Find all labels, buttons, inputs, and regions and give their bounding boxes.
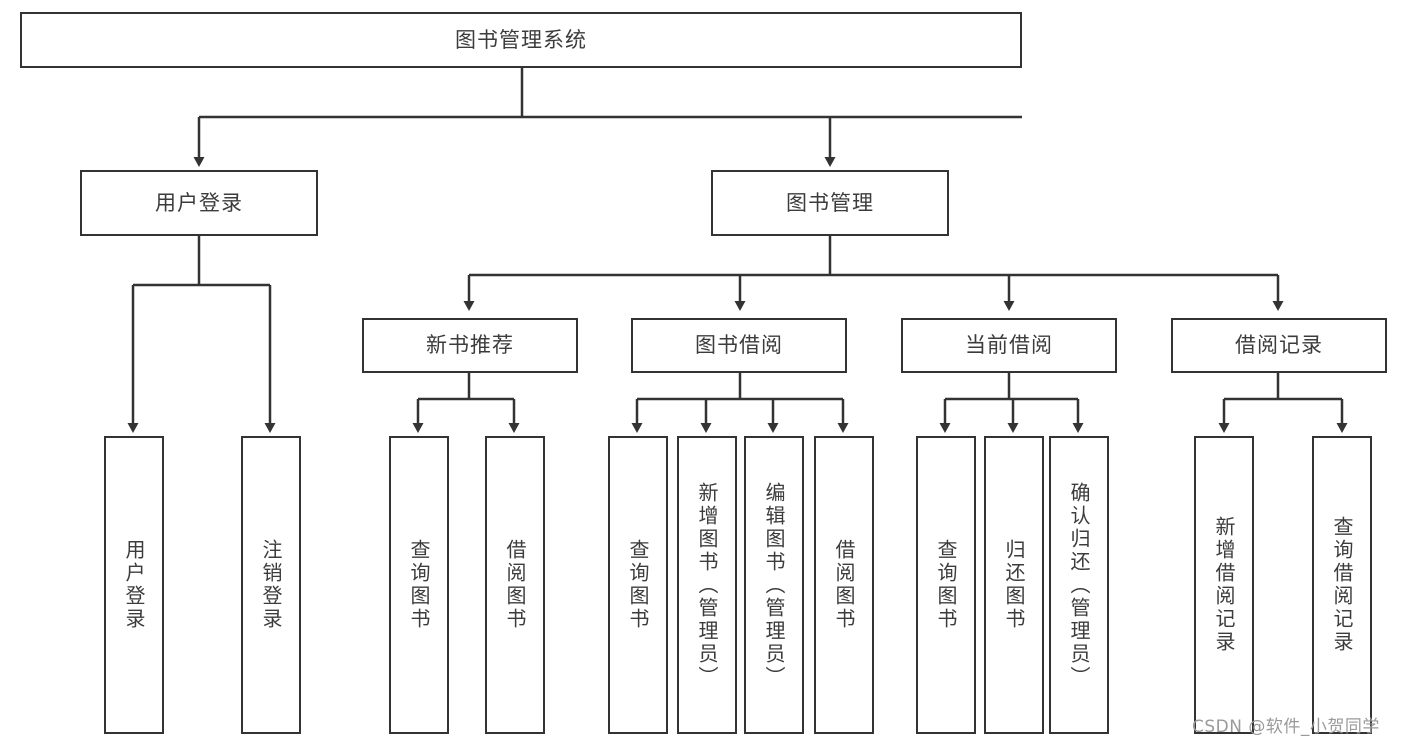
node-new-book-rec[interactable]: 新书推荐 — [362, 318, 578, 373]
node-book-borrow[interactable]: 图书借阅 — [631, 318, 847, 373]
node-leaf-edit-book-admin[interactable]: 编辑图书（管理员） — [744, 436, 804, 734]
node-leaf-query-book-current[interactable]: 查询图书 — [916, 436, 976, 734]
node-book-borrow-label: 图书借阅 — [695, 333, 783, 358]
node-leaf-confirm-return-admin-label: 确认归还（管理员） — [1067, 481, 1091, 689]
node-borrow-record[interactable]: 借阅记录 — [1171, 318, 1387, 373]
node-leaf-borrow-book-rec-label: 借阅图书 — [503, 539, 527, 631]
node-leaf-return-book-label: 归还图书 — [1002, 539, 1026, 631]
node-leaf-confirm-return-admin[interactable]: 确认归还（管理员） — [1049, 436, 1109, 734]
node-leaf-borrow-book-rec[interactable]: 借阅图书 — [485, 436, 545, 734]
node-leaf-user-login-label: 用户登录 — [122, 539, 146, 631]
node-leaf-query-book-borrow[interactable]: 查询图书 — [608, 436, 668, 734]
node-user-login-label: 用户登录 — [155, 190, 243, 215]
node-leaf-query-book-rec-label: 查询图书 — [407, 539, 431, 631]
node-borrow-record-label: 借阅记录 — [1235, 333, 1323, 358]
node-leaf-add-borrow-record[interactable]: 新增借阅记录 — [1194, 436, 1254, 734]
node-leaf-logout-login-label: 注销登录 — [259, 539, 283, 631]
node-book-manage[interactable]: 图书管理 — [711, 170, 949, 236]
node-current-borrow[interactable]: 当前借阅 — [901, 318, 1117, 373]
node-leaf-logout-login[interactable]: 注销登录 — [241, 436, 301, 734]
node-leaf-user-login[interactable]: 用户登录 — [104, 436, 164, 734]
node-leaf-return-book[interactable]: 归还图书 — [984, 436, 1044, 734]
node-leaf-query-book-rec[interactable]: 查询图书 — [389, 436, 449, 734]
node-current-borrow-label: 当前借阅 — [965, 333, 1053, 358]
node-root[interactable]: 图书管理系统 — [20, 12, 1022, 68]
node-leaf-borrow-book[interactable]: 借阅图书 — [814, 436, 874, 734]
node-user-login[interactable]: 用户登录 — [80, 170, 318, 236]
node-leaf-query-borrow-record-label: 查询借阅记录 — [1330, 516, 1354, 654]
node-leaf-add-borrow-record-label: 新增借阅记录 — [1212, 516, 1236, 654]
node-leaf-query-borrow-record[interactable]: 查询借阅记录 — [1312, 436, 1372, 734]
node-book-manage-label: 图书管理 — [786, 190, 874, 215]
node-new-book-rec-label: 新书推荐 — [426, 333, 514, 358]
node-leaf-add-book-admin[interactable]: 新增图书（管理员） — [677, 436, 737, 734]
node-leaf-edit-book-admin-label: 编辑图书（管理员） — [762, 481, 786, 689]
node-leaf-query-book-current-label: 查询图书 — [934, 539, 958, 631]
csdn-watermark: CSDN @软件_小贺同学 — [1192, 717, 1380, 737]
node-root-label: 图书管理系统 — [455, 27, 587, 52]
node-leaf-borrow-book-label: 借阅图书 — [832, 539, 856, 631]
node-leaf-add-book-admin-label: 新增图书（管理员） — [695, 481, 719, 689]
node-leaf-query-book-borrow-label: 查询图书 — [626, 539, 650, 631]
